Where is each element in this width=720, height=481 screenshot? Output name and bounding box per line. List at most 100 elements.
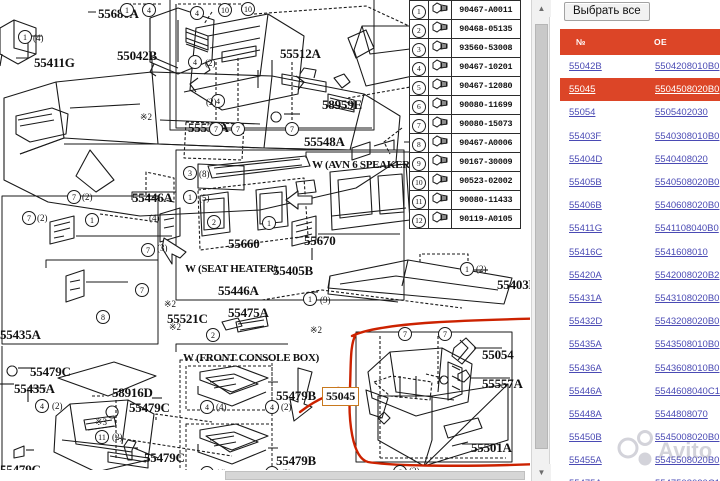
oem-number-link[interactable]: 5544608040C1 (655, 385, 720, 397)
part-number-link[interactable]: 55411G (569, 223, 603, 235)
column-header-oem[interactable]: ОЕ (646, 29, 720, 55)
oem-number-link[interactable]: 5543608010B0 (655, 362, 720, 374)
diagram-horizontal-scrollbar[interactable] (0, 470, 530, 481)
part-number-link[interactable]: 55436A (569, 362, 602, 374)
part-number-link[interactable]: 55475A (569, 478, 602, 481)
fastener-number-cell: 3 (409, 38, 429, 58)
part-number-link[interactable]: 55045 (569, 84, 596, 96)
part-number-link[interactable]: 55042B (569, 61, 602, 73)
part-number-link[interactable]: 55435A (569, 339, 602, 351)
oem-number-link[interactable]: 5543208020B0 (655, 316, 720, 328)
callout-bubble-7: 7 (285, 122, 299, 136)
oem-number-link[interactable]: 5540408020 (655, 153, 708, 165)
selected-part-tag[interactable]: 55045 (322, 387, 360, 406)
diagram-hscroll-thumb[interactable] (225, 471, 525, 480)
parts-list-row[interactable]: 55405B 5540508020B0 (560, 171, 720, 194)
select-all-button[interactable]: Выбрать все (564, 2, 650, 21)
oem-number-cell: 5504208010B0 (646, 55, 720, 78)
oem-number-link[interactable]: 5547508020C1 (655, 478, 720, 481)
oem-number-link[interactable]: 5540308010B0 (655, 130, 720, 142)
fastener-code-cell: 90467-A0006 (450, 133, 522, 153)
callout-bubble-4: 4 (265, 400, 279, 414)
parts-list-row[interactable]: 55455A 5545508020B0 (560, 449, 720, 472)
oem-number-link[interactable]: 5505402030 (655, 107, 708, 119)
parts-list-row[interactable]: 55403F 5540308010B0 (560, 125, 720, 148)
parts-list-row[interactable]: 55420A 5542008020B2 (560, 264, 720, 287)
callout-bubble-8: 8 (96, 310, 110, 324)
parts-list-row[interactable]: 55042B 5504208010B0 (560, 55, 720, 78)
scroll-down-arrow[interactable]: ▼ (532, 464, 551, 481)
parts-list-pane: Выбрать все № ОЕ 55042B 5504208010B0 55045… (551, 0, 720, 481)
part-number-link[interactable]: 55450B (569, 432, 602, 444)
parts-list-row[interactable]: 55416C 5541608010 (560, 241, 720, 264)
oem-number-link[interactable]: 5540608020B0 (655, 200, 720, 212)
quantity-marker: (2) (82, 192, 93, 202)
part-number-link[interactable]: 55455A (569, 455, 602, 467)
parts-list-row[interactable]: 55475A 5547508020C1 (560, 472, 720, 481)
part-number-link[interactable]: 55420A (569, 269, 602, 281)
diagram-vertical-scrollbar[interactable]: ▲ ▼ (531, 0, 551, 481)
diagram-linework (0, 0, 530, 476)
part-number-link[interactable]: 55416C (569, 246, 603, 258)
callout-bubble-10: 10 (241, 2, 255, 16)
part-label-58959E: 58959E (322, 97, 362, 112)
oem-number-cell: 5543508010B0 (646, 333, 720, 356)
quantity-marker: (2) (37, 213, 48, 223)
scroll-up-arrow[interactable]: ▲ (532, 0, 551, 17)
part-number-link[interactable]: 55431A (569, 292, 602, 304)
parts-list-row[interactable]: 55404D 5540408020 (560, 148, 720, 171)
part-number-link[interactable]: 55406B (569, 200, 602, 212)
parts-list-row[interactable]: 55435A 5543508010B0 (560, 333, 720, 356)
part-label-55548A: 55548A (304, 134, 345, 149)
oem-number-link[interactable]: 5541608010 (655, 246, 708, 258)
oem-number-link[interactable]: 5545508020B0 (655, 455, 720, 467)
parts-list-row[interactable]: 55045 5504508020B0 (560, 78, 720, 102)
parts-list-row[interactable]: 55406B 5540608020B0 (560, 194, 720, 217)
part-label-55479C-c: 55479C (144, 450, 185, 465)
part-number-link[interactable]: 55404D (569, 153, 603, 165)
fastener-code-cell: 90080-11699 (450, 95, 522, 115)
parts-list-row[interactable]: 55448A 5544808070 (560, 403, 720, 426)
oem-number-link[interactable]: 5543108020B0 (655, 292, 720, 304)
part-number-link[interactable]: 55403F (569, 130, 602, 142)
oem-number-link[interactable]: 5540508020B0 (655, 177, 720, 189)
parts-list-row[interactable]: 55431A 5543108020B0 (560, 287, 720, 310)
oem-number-link[interactable]: 5545008020B0 (655, 432, 720, 444)
oem-number-cell: 5542008020B2 (646, 264, 720, 287)
part-number-link[interactable]: 55448A (569, 408, 602, 420)
parts-list-row[interactable]: 55054 5505402030 (560, 101, 720, 124)
parts-list-row[interactable]: 55432D 5543208020B0 (560, 310, 720, 333)
callout-bubble-4: 4 (35, 399, 49, 413)
parts-diagram-pane[interactable]: 55680A 55042B 55411G 55512A 58959E 55538… (0, 0, 530, 481)
part-number-cell: 55446A (560, 380, 646, 403)
oem-number-cell: 5543608010B0 (646, 356, 720, 379)
part-number-link[interactable]: 55054 (569, 107, 596, 119)
note-mark-3: ※2 (310, 325, 323, 335)
fastener-code-cell: 90119-A0105 (450, 209, 522, 229)
column-header-number[interactable]: № (560, 29, 646, 55)
parts-list-row[interactable]: 55411G 5541108040B0 (560, 217, 720, 240)
fastener-code-cell: 90523-02002 (450, 171, 522, 191)
oem-number-link[interactable]: 5541108040B0 (655, 223, 719, 235)
parts-list-row[interactable]: 55436A 5543608010B0 (560, 356, 720, 379)
oem-number-link[interactable]: 5504208010B0 (655, 61, 720, 73)
callout-bubble-1: 1 (120, 3, 134, 17)
diagram-vscroll-thumb[interactable] (535, 24, 548, 449)
part-number-link[interactable]: 55446A (569, 385, 602, 397)
fastener-code-cell: 90468-05135 (450, 19, 522, 39)
parts-list-row[interactable]: 55446A 5544608040C1 (560, 380, 720, 403)
note-mark-2: ※2 (169, 322, 182, 332)
part-label-55479B-a: 55479B (276, 388, 316, 403)
part-number-link[interactable]: 55432D (569, 316, 603, 328)
oem-number-link[interactable]: 5504508020B0 (655, 84, 720, 96)
callout-bubble-7: 7 (22, 211, 36, 225)
part-number-link[interactable]: 55405B (569, 177, 602, 189)
oem-number-link[interactable]: 5543508010B0 (655, 339, 720, 351)
callout-bubble-1: 1 (303, 292, 317, 306)
oem-number-link[interactable]: 5544808070 (655, 408, 708, 420)
oem-number-link[interactable]: 5542008020B2 (655, 269, 720, 281)
parts-list-row[interactable]: 55450B 5545008020B0 (560, 426, 720, 449)
callout-bubble-3: 3 (183, 166, 197, 180)
